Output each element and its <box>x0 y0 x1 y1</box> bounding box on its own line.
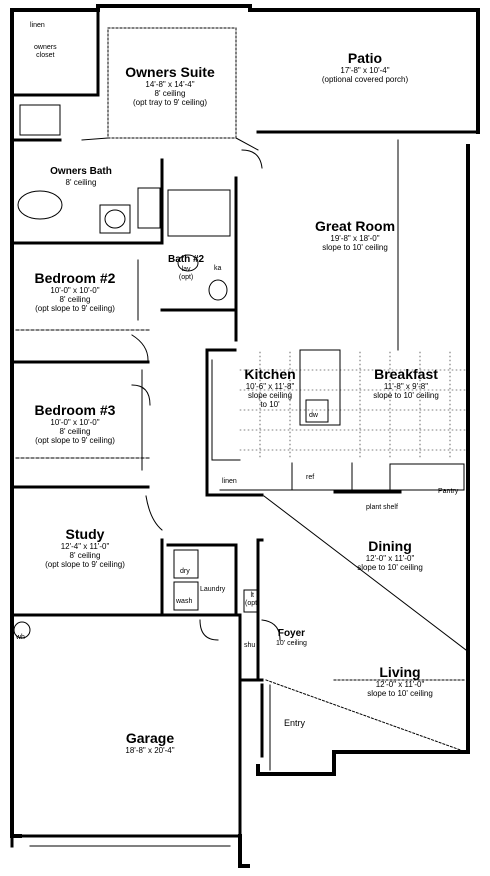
owners-bath-label: Owners Bath 8' ceiling <box>36 166 126 187</box>
shu-label: shu <box>244 642 256 649</box>
living-label: Living 12'-0" x 11'-0" slope to 10' ceil… <box>340 664 460 698</box>
study-label: Study 12'-4" x 11'-0" 8' ceiling (opt sl… <box>20 526 150 570</box>
wash-label: wash <box>176 598 193 605</box>
owners-closet-label: owners closet <box>34 44 57 60</box>
living-name: Living <box>379 664 421 680</box>
foyer-label: Foyer 10' ceiling <box>276 628 307 647</box>
laundry-name: Laundry <box>200 586 226 593</box>
interior-walls <box>10 8 480 848</box>
owners-suite-name: Owners Suite <box>125 64 215 80</box>
breakfast-label: Breakfast 11'-8" x 9'-8" slope to 10' ce… <box>350 366 462 400</box>
dining-label: Dining 12'-0" x 11'-0" slope to 10' ceil… <box>330 538 450 572</box>
patio-label: Patio 17'-8" x 10'-4" (optional covered … <box>300 50 430 84</box>
dry-label: dry <box>180 568 190 575</box>
linen-mid-label: linen <box>222 478 237 485</box>
bath2-name: Bath #2 <box>168 254 205 265</box>
study-name: Study <box>65 526 105 542</box>
lt-label: lt (opt) <box>245 592 260 608</box>
bedroom2-label: Bedroom #2 10'-0" x 10'-0" 8' ceiling (o… <box>14 270 136 314</box>
dining-name: Dining <box>368 538 412 554</box>
fixture-lines <box>13 27 467 847</box>
bedroom3-name: Bedroom #3 <box>34 402 116 418</box>
wh-label: wh <box>16 634 25 641</box>
bath2-ka-label: ka <box>214 265 222 272</box>
owners-bath-name: Owners Bath <box>50 166 112 177</box>
linen-label: linen <box>30 22 45 29</box>
pantry-label: Pantry <box>438 488 459 495</box>
garage-name: Garage <box>125 730 175 746</box>
great-room-name: Great Room <box>314 218 396 234</box>
great-room-label: Great Room 19'-8" x 18'-0" slope to 10' … <box>290 218 420 252</box>
dw-label: dw <box>309 412 318 419</box>
bath2-label: Bath #2 lav (opt) <box>168 254 205 281</box>
ref-label: ref <box>306 474 315 481</box>
owners-suite-label: Owners Suite 14'-8" x 14'-4" 8' ceiling … <box>110 64 230 108</box>
plant-shelf-label: plant shelf <box>366 504 398 511</box>
patio-name: Patio <box>347 50 383 66</box>
kitchen-label: Kitchen 10'-6" x 11'-8" slope ceiling to… <box>232 366 308 410</box>
foyer-name: Foyer <box>277 628 306 639</box>
bedroom3-label: Bedroom #3 10'-0" x 10'-0" 8' ceiling (o… <box>14 402 136 446</box>
breakfast-name: Breakfast <box>374 366 438 382</box>
garage-label: Garage 18'-8" x 20'-4" <box>80 730 220 755</box>
kitchen-name: Kitchen <box>244 366 296 382</box>
bedroom2-name: Bedroom #2 <box>34 270 116 286</box>
entry-label: Entry <box>284 718 306 728</box>
laundry-label: Laundry <box>200 578 225 596</box>
